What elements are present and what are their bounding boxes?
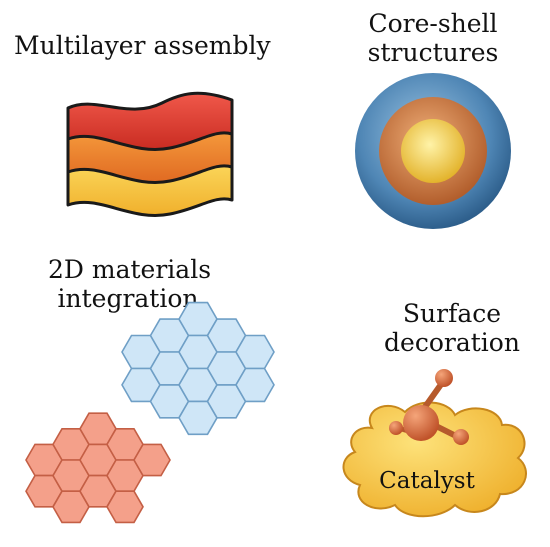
catalyst-label: Catalyst xyxy=(379,468,475,494)
hexagon-cell xyxy=(235,367,275,403)
core-shell-title: Core-shell structures xyxy=(358,9,508,68)
surface-title-line2: decoration xyxy=(384,327,520,357)
layer-top xyxy=(66,91,234,151)
orange-hexagon-sheet xyxy=(25,412,171,524)
hexagon-cell xyxy=(133,443,171,477)
core-shell-title-line1: Core-shell xyxy=(368,9,498,38)
multilayer-assembly-title: Multilayer assembly xyxy=(14,31,271,61)
catalyst-assembly: Catalyst xyxy=(342,369,527,518)
2d-title-line1: 2D materials xyxy=(48,255,212,284)
core-shell-title-line2: structures xyxy=(367,37,499,67)
particle-small-left xyxy=(389,421,403,435)
particle-small-right xyxy=(453,429,469,445)
multilayer-stack xyxy=(66,91,234,217)
hexagon-cell xyxy=(106,490,144,524)
blue-hexagon-sheet xyxy=(121,301,275,436)
2d-materials-title: 2D materials integration xyxy=(48,255,212,314)
surface-title-line1: Surface xyxy=(402,299,502,328)
surface-decoration-title: Surface decoration xyxy=(372,299,532,358)
particle-small-top xyxy=(435,369,453,387)
multilayer-title-text: Multilayer assembly xyxy=(14,31,271,60)
core xyxy=(401,119,465,183)
core-shell-particle xyxy=(355,73,511,229)
particle-large xyxy=(403,405,439,441)
2d-title-line2: integration xyxy=(57,283,199,313)
catalyst-blob xyxy=(342,401,527,518)
